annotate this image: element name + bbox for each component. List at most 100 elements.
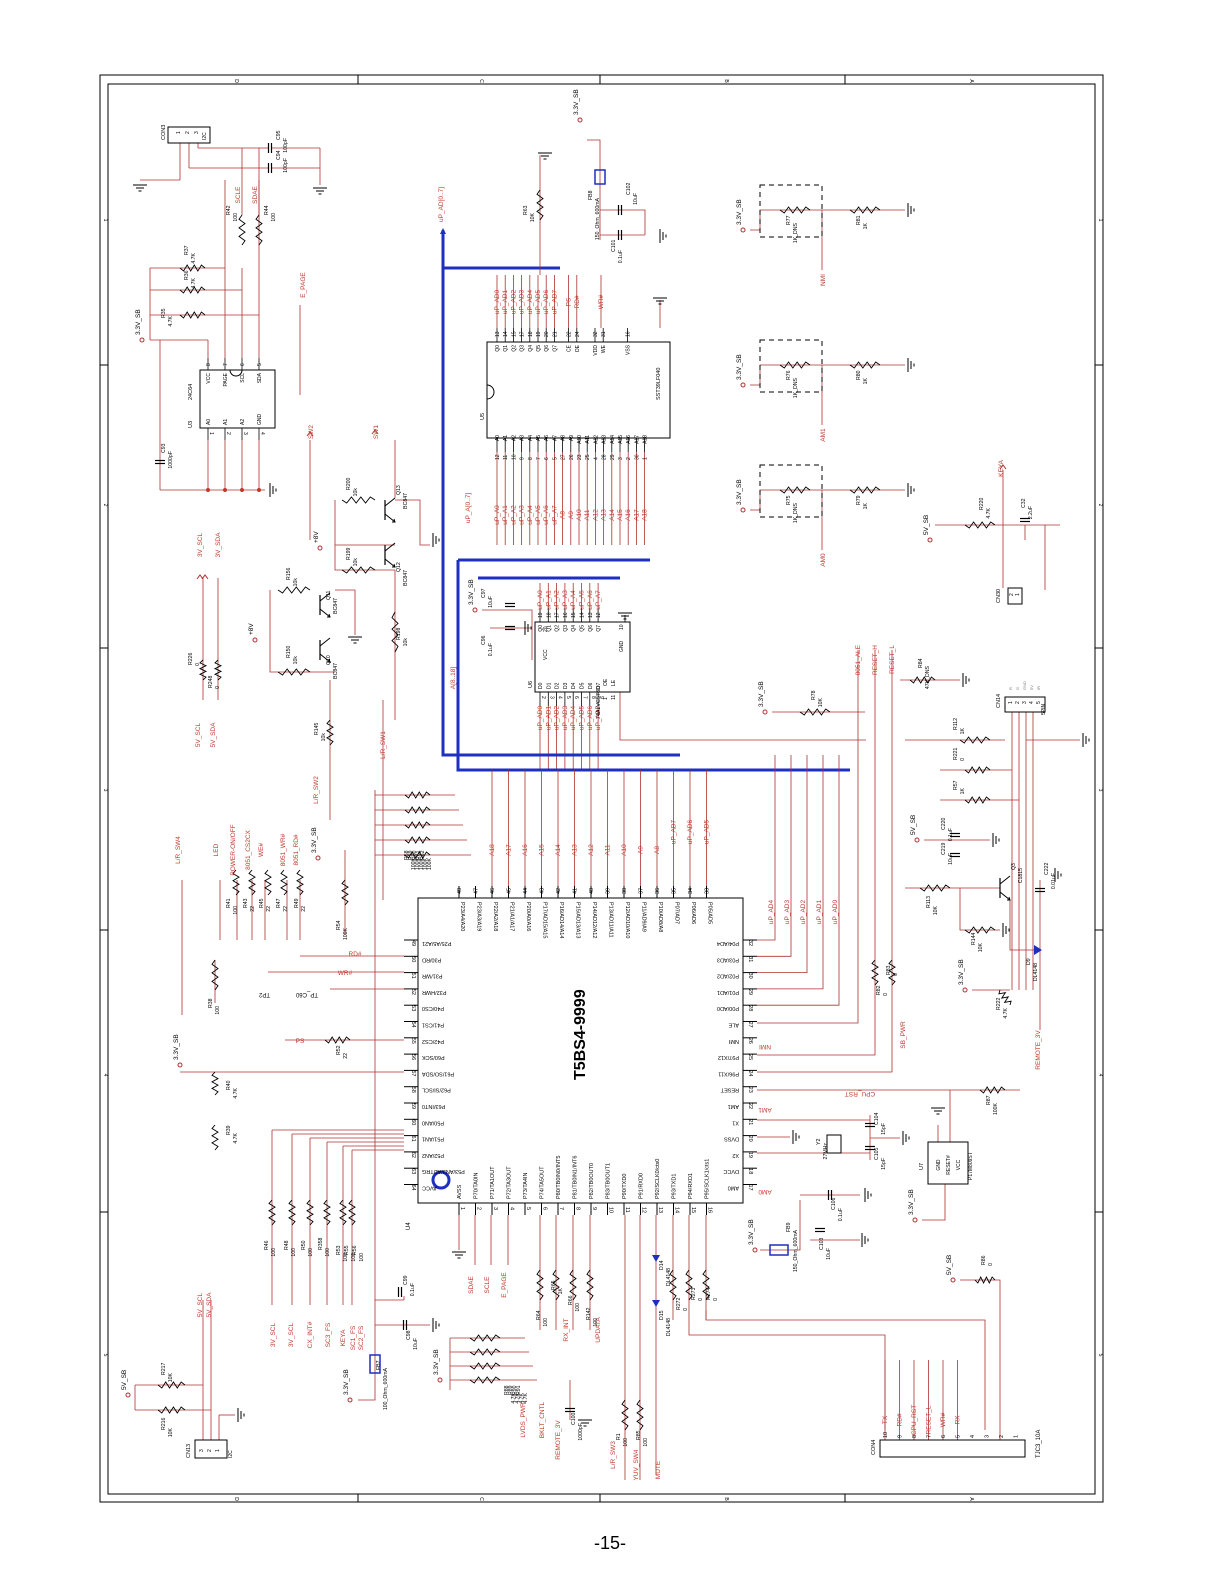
- data-bus: [441, 230, 560, 270]
- pin-number: 33: [705, 888, 711, 894]
- net-label: SCLE: [484, 1276, 491, 1294]
- part-ref: R39: [226, 1125, 232, 1135]
- part-value: 100: [271, 213, 277, 222]
- ground-symbol: [792, 1130, 800, 1144]
- connector-ref: CON3: [161, 125, 167, 140]
- diode-d14: [652, 1255, 660, 1262]
- pin-number: 31: [601, 331, 607, 337]
- net-label: 3V_SCL: [197, 533, 204, 558]
- resistor-r272: [669, 1269, 677, 1301]
- part-value: 10K: [168, 1372, 174, 1382]
- net-label: PS: [566, 297, 573, 306]
- part-ref: R59: [408, 850, 414, 860]
- pin-number: 43: [540, 888, 546, 894]
- part-value: 100: [593, 1318, 599, 1327]
- ground-symbol: [348, 636, 362, 644]
- net-label: A15: [539, 844, 546, 856]
- resistor-r58-r62: [404, 791, 431, 799]
- wire: [334, 545, 395, 571]
- part-ref: R62: [420, 850, 426, 860]
- resistor-r80: [849, 361, 881, 369]
- eeprom-ref: U3: [188, 421, 194, 428]
- part-value: 100: [308, 1248, 314, 1257]
- part-ref: Q10: [326, 655, 332, 665]
- capacitor-c100: [565, 1407, 575, 1413]
- part-value: 1K: [863, 502, 869, 509]
- pin-name: A0: [206, 419, 212, 425]
- connector-pin: 2: [1009, 593, 1015, 596]
- part-value: 0: [195, 663, 201, 666]
- pin-name: Q7: [552, 345, 558, 352]
- frame-letter: B: [723, 79, 729, 83]
- net-label: A10: [621, 844, 628, 856]
- pin-name: DVSS: [724, 1136, 739, 1142]
- pin-number: 6: [542, 1207, 548, 1210]
- connector-type: I2C: [228, 1450, 234, 1458]
- part-ref: R145: [314, 722, 320, 735]
- net-label: uP_A5: [579, 590, 586, 610]
- part-ref: R49: [294, 898, 300, 908]
- connector-pin: 3: [1022, 701, 1028, 704]
- pin-number: 25: [585, 454, 591, 460]
- ground-symbol: [269, 483, 277, 497]
- ground-symbol: [133, 184, 147, 192]
- ground-symbol: [931, 1107, 945, 1115]
- pin-name: P91/RXD0: [639, 1173, 645, 1199]
- net-label: SB_PWR: [900, 1021, 907, 1049]
- ferrite-fb7: [369, 1354, 381, 1374]
- pin-number: 6: [240, 363, 246, 366]
- pin-number: 21: [552, 331, 558, 337]
- frame-letter: D: [233, 79, 239, 83]
- bus-drop: [757, 755, 840, 1006]
- connector-pin-name: 5V: [1029, 685, 1034, 690]
- pin-name: A12: [593, 435, 599, 444]
- part-value: 0: [215, 686, 221, 689]
- pin-number: 27: [747, 1021, 753, 1027]
- resistor-r274: [702, 1269, 710, 1301]
- part-ref: R274: [706, 1287, 712, 1300]
- part-ref: R48: [284, 1240, 290, 1250]
- part-value: 4.7K: [523, 1392, 529, 1403]
- part-value: 100K: [427, 857, 433, 870]
- part-value: 4.7K: [519, 1392, 525, 1403]
- testpoint-label: TP2: [258, 991, 270, 997]
- net-label: A9: [638, 846, 645, 854]
- pin-number: 31: [747, 956, 753, 962]
- wire: [757, 650, 893, 1073]
- power-port: [740, 227, 746, 233]
- pin-name: Q1: [503, 345, 509, 352]
- pin-number: 6: [544, 457, 550, 460]
- emitter: [319, 653, 331, 663]
- resistor-bank: [323, 1199, 331, 1226]
- part-ref: R58: [404, 850, 410, 860]
- part-value: 100K: [415, 857, 421, 870]
- part-value: 1K: [863, 222, 869, 229]
- pin-number: 26: [569, 454, 575, 460]
- pin-name: P17/AD15/A15: [542, 902, 548, 938]
- resistor-r42: [238, 214, 246, 246]
- net-label: uP_A3: [519, 505, 526, 525]
- flash-body: [486, 341, 671, 439]
- power-port: [962, 987, 968, 993]
- net-label: uP_A7: [595, 590, 602, 610]
- part-value: 22: [301, 906, 307, 912]
- connector-pin: 1: [1014, 1435, 1020, 1438]
- connector-pin: 7: [927, 1435, 933, 1438]
- frame-number: 1: [1097, 219, 1103, 222]
- power-label: 3.3V_SB: [173, 1034, 180, 1060]
- net-label: SCLE: [235, 186, 242, 204]
- junction-dot: [206, 488, 210, 492]
- wire: [587, 139, 601, 240]
- part-value: 100: [233, 213, 239, 222]
- junction-dot: [223, 488, 227, 492]
- part-value: 27MHz: [823, 1143, 829, 1160]
- dns-option-box: [759, 184, 823, 238]
- part-ref: R54: [336, 920, 342, 930]
- pin-number: 8: [528, 457, 534, 460]
- resistor-r37: [179, 264, 206, 272]
- net-label: uP_A3: [562, 590, 569, 610]
- net-label: AM1: [758, 1106, 772, 1113]
- pin-number: 8: [575, 1207, 581, 1210]
- part-ref: C97: [481, 588, 487, 598]
- resistor-r83: [888, 959, 896, 986]
